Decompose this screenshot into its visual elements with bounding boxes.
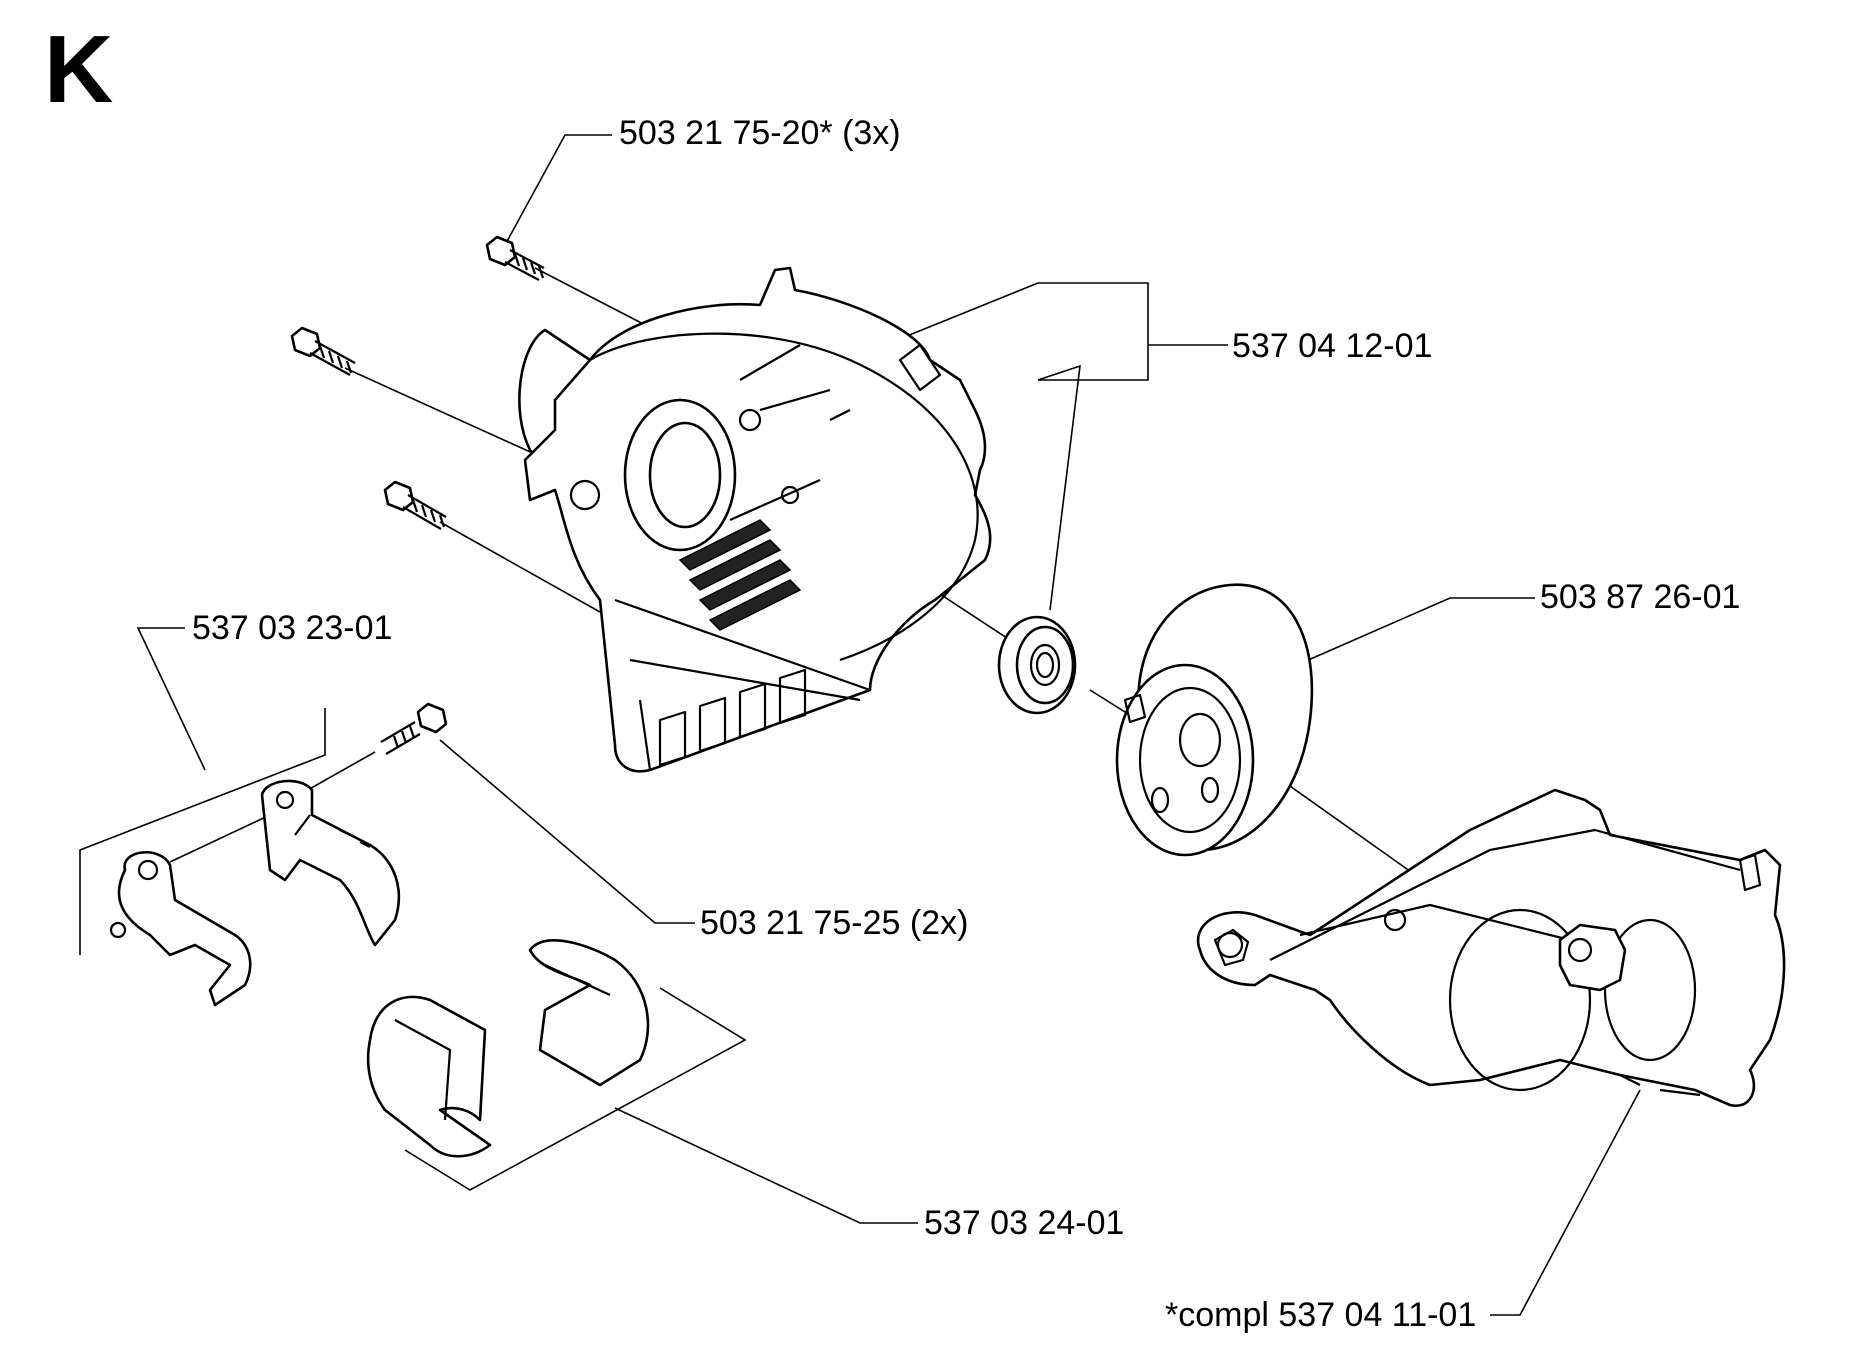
clip-lower-front bbox=[366, 995, 492, 1158]
clutch-cover-housing bbox=[518, 266, 992, 773]
label-bolt-2x: 503 21 75-25 (2x) bbox=[700, 904, 969, 942]
label-clip-upper: 537 03 23-01 bbox=[192, 609, 393, 647]
label-clutch-drum: 503 87 26-01 bbox=[1540, 578, 1741, 616]
clutch-drum bbox=[1115, 583, 1314, 857]
label-cover-bearing-group: 537 04 12-01 bbox=[1232, 327, 1433, 365]
bolt-middle bbox=[290, 326, 356, 376]
sheet-letter: K bbox=[44, 16, 114, 123]
label-clip-lower: 537 03 24-01 bbox=[924, 1204, 1125, 1242]
engine-housing bbox=[1196, 788, 1786, 1108]
clip-upper-rear bbox=[260, 779, 401, 947]
label-engine-housing-compl: *compl 537 04 11-01 bbox=[1165, 1296, 1477, 1334]
bearing bbox=[997, 615, 1077, 715]
clip-upper-front bbox=[109, 851, 252, 1007]
clip-lower-rear bbox=[528, 939, 650, 1087]
label-bolt-3x: 503 21 75-20* (3x) bbox=[619, 114, 901, 152]
bolt-lower bbox=[383, 480, 447, 530]
bolt-clip bbox=[380, 702, 448, 755]
bolt-upper bbox=[485, 235, 545, 281]
